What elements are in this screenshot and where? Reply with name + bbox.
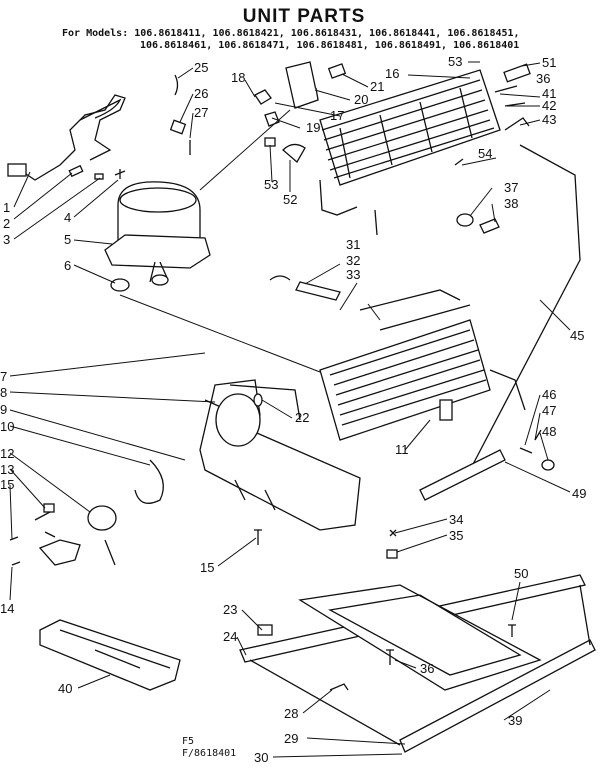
callout-3: 3 [3,232,10,247]
callout-45: 45 [570,328,584,343]
callout-14: 14 [0,601,14,616]
cord-clamp-drawing [68,164,126,180]
callout-17: 17 [330,108,344,123]
callout-27: 27 [194,105,208,120]
callout-21: 21 [370,79,384,94]
diagram-title: UNIT PARTS [242,6,366,27]
callout-37: 37 [504,180,518,195]
fan-shroud-drawing [199,379,361,531]
callout-29: 29 [284,731,298,746]
callout-54: 54 [478,146,492,161]
callout-23: 23 [223,602,237,617]
callout-35: 35 [449,528,463,543]
callout-34: 34 [449,512,463,527]
drier-filter-drawing [469,63,581,471]
footer-code-1: F5 [182,736,195,747]
callout-50: 50 [514,566,528,581]
callout-53b: 53 [264,177,278,192]
callout-24: 24 [223,629,237,644]
callout-22: 22 [295,410,309,425]
callout-53a: 53 [448,54,462,69]
callout-2: 2 [3,216,10,231]
condenser-drawing [319,69,501,236]
callout-4: 4 [64,210,71,225]
callout-numbers: 1 2 3 4 5 6 7 8 9 10 11 12 13 14 15 15 1… [0,54,586,765]
callout-11: 11 [395,442,409,457]
callout-42: 42 [542,98,556,113]
leader-lines [9,61,571,758]
model-list-line-2: 106.8618461, 106.8618471, 106.8618481, 1… [140,40,520,51]
callout-19: 19 [306,120,320,135]
callout-46: 46 [542,387,556,402]
callout-9: 9 [0,402,7,417]
callout-36b: 36 [420,661,434,676]
callout-8: 8 [0,385,7,400]
footer-code-2: F/8618401 [182,748,237,759]
callout-10: 10 [0,419,14,434]
callout-7: 7 [0,369,7,384]
callout-32: 32 [346,253,360,268]
callout-43: 43 [542,112,556,127]
callout-16: 16 [385,66,399,81]
model-list-line-1: For Models: 106.8618411, 106.8618421, 10… [62,28,520,39]
callout-41: 41 [542,86,556,101]
evaporator-drawing [269,275,526,441]
callout-20: 20 [354,92,368,107]
fan-motor-drawing [9,459,164,566]
callout-36a: 36 [536,71,550,86]
callout-51: 51 [542,55,556,70]
callout-28: 28 [284,706,298,721]
base-frame-drawing [239,574,596,753]
callout-12: 12 [0,446,14,461]
callout-15a: 15 [0,477,14,492]
callout-5: 5 [64,232,71,247]
callout-30: 30 [254,750,268,765]
model-list: For Models: 106.8618411, 106.8618421, 10… [62,28,602,52]
callout-13: 13 [0,462,14,477]
compressor-drawing [104,181,211,292]
callout-15b: 15 [200,560,214,575]
power-cord-drawing [7,94,126,181]
callout-25: 25 [194,60,208,75]
callout-49: 49 [572,486,586,501]
bracket-49-drawing [419,429,555,501]
callout-39: 39 [508,713,522,728]
callout-31: 31 [346,237,360,252]
drain-pan-drawing [39,619,181,691]
callout-47: 47 [542,403,556,418]
callout-40: 40 [58,681,72,696]
callout-18: 18 [231,70,245,85]
callout-52: 52 [283,192,297,207]
callout-38: 38 [504,196,518,211]
relay-overload-drawing [169,61,347,164]
callout-48: 48 [542,424,556,439]
screws-drawing [254,529,516,665]
callout-1: 1 [3,200,10,215]
callout-6: 6 [64,258,71,273]
callout-26: 26 [194,86,208,101]
callout-33: 33 [346,267,360,282]
